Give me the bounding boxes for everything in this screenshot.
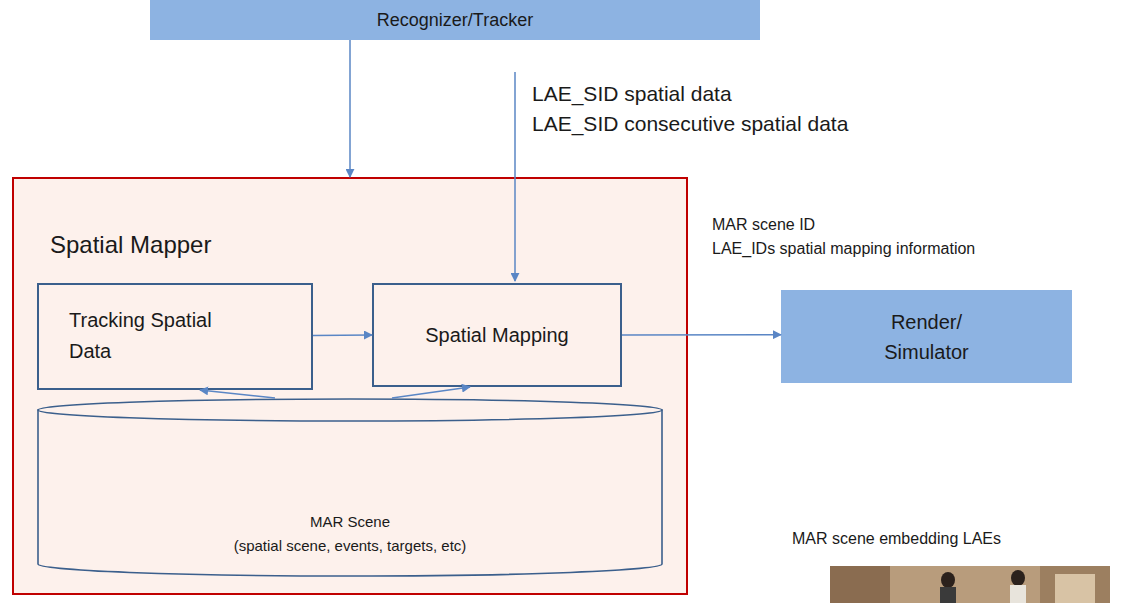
input-box: Recognizer/Tracker xyxy=(150,0,760,40)
room-curtain xyxy=(830,566,890,603)
database-cylinder: MAR Scene (spatial scene, events, targets… xyxy=(37,398,663,576)
signal-label: LAE_SID spatial data xyxy=(532,82,732,106)
room-window xyxy=(1055,574,1095,603)
scene-photo xyxy=(830,566,1110,603)
output-box: Render/ Simulator xyxy=(781,290,1072,383)
cylinder-body xyxy=(38,410,662,576)
node-title: MAR Scene xyxy=(310,512,390,532)
image-caption: MAR scene embedding LAEs xyxy=(792,530,1001,548)
process-box: Spatial Mapping xyxy=(372,283,622,387)
node-title: Spatial Mapper xyxy=(14,179,686,261)
figure-body xyxy=(1010,585,1026,603)
node-title: Recognizer/Tracker xyxy=(377,8,533,32)
figure-head xyxy=(1011,570,1025,586)
room-panel xyxy=(1040,566,1110,603)
output-label: LAE_IDs spatial mapping information xyxy=(712,240,975,258)
process-box: Tracking Spatial Data xyxy=(37,283,313,390)
figure-body xyxy=(940,587,956,603)
node-title: Tracking Spatial Data xyxy=(69,305,249,367)
node-subtitle: (spatial scene, events, targets, etc) xyxy=(234,536,467,556)
node-title: Spatial Mapping xyxy=(425,322,568,349)
node-title: Render/ Simulator xyxy=(872,307,982,367)
output-label: MAR scene ID xyxy=(712,216,815,234)
flow-arrow xyxy=(349,40,351,177)
cylinder-top xyxy=(38,399,662,421)
room-wall xyxy=(830,566,1110,603)
figure-head xyxy=(941,572,955,588)
module-frame: Spatial MapperTracking Spatial Data Spati… xyxy=(12,177,688,595)
signal-label: LAE_SID consecutive spatial data xyxy=(532,112,848,136)
